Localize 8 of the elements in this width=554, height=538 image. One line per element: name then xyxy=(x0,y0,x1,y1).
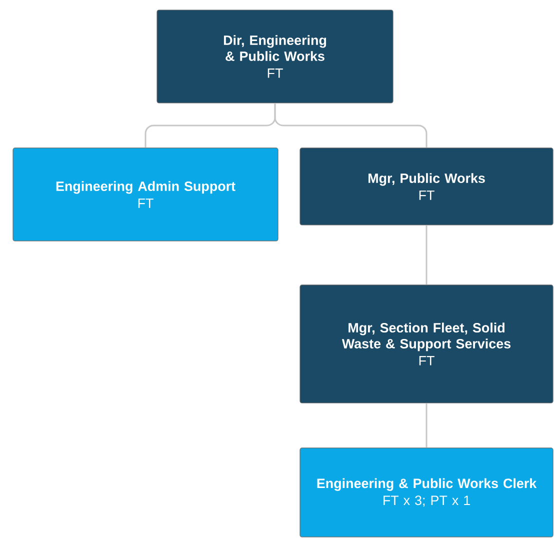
org-box: Engineering Admin Support FT xyxy=(12,148,278,242)
connector-line xyxy=(274,103,428,148)
org-box: Dir, Engineering & Public Works FT xyxy=(156,10,394,104)
connector-line xyxy=(426,403,428,448)
org-box: Mgr, Public Works FT xyxy=(300,148,554,226)
org-box: Engineering & Public Works Clerk FT x 3; PT x 1 xyxy=(300,448,554,538)
connector-line xyxy=(426,225,428,285)
org-box: Mgr, Section Fleet, Solid Waste & Support Services FT xyxy=(300,284,554,404)
